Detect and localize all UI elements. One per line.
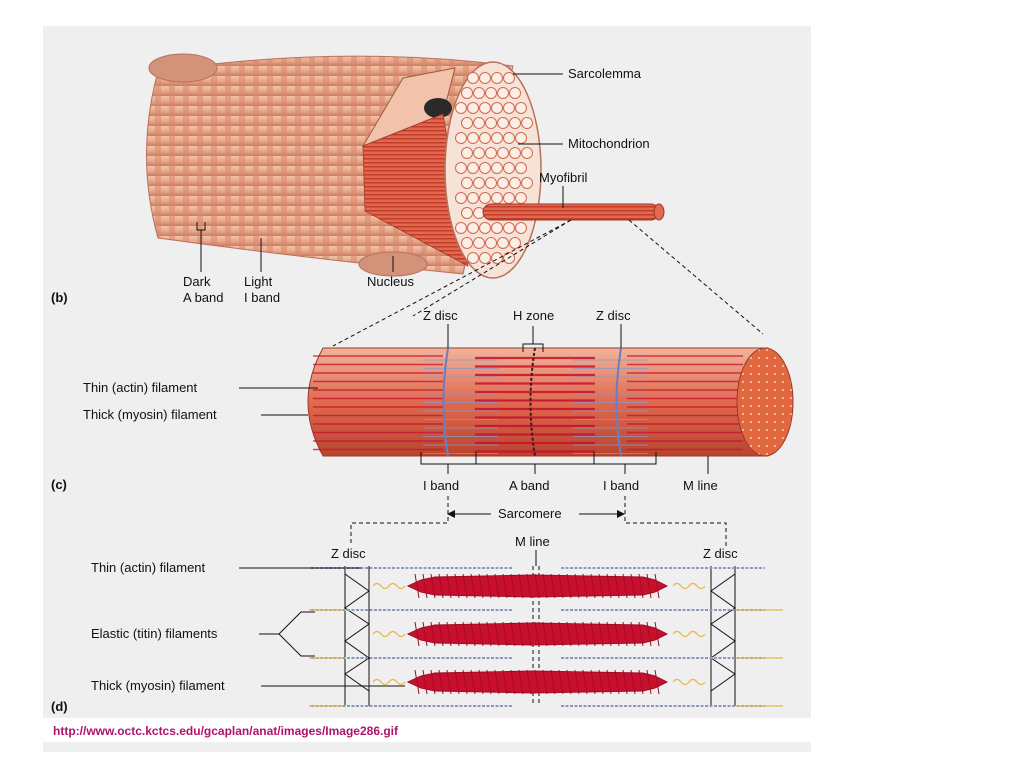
label-thick-filament-d: Thick (myosin) filament xyxy=(91,678,225,693)
z-disc-left-mark xyxy=(442,347,449,457)
panel-d-sarcomere: Z disc M line Z disc Thin (actin) filame… xyxy=(51,534,783,714)
label-light-i-band-2: I band xyxy=(244,290,280,305)
z-disc-right-lines xyxy=(710,566,736,706)
muscle-anatomy-figure: Sarcolemma Mitochondrion Myofibril Dark … xyxy=(51,53,794,714)
panel-b-muscle-fiber: Sarcolemma Mitochondrion Myofibril Dark … xyxy=(51,53,665,305)
label-myofibril: Myofibril xyxy=(539,170,588,185)
myofibril-end-face xyxy=(736,347,794,457)
label-i-band-left: I band xyxy=(423,478,459,493)
m-line-mark xyxy=(529,347,536,457)
panel-c-myofibril: Z disc H zone Z disc Thin (actin) filame… xyxy=(51,308,794,521)
label-titin-filaments: Elastic (titin) filaments xyxy=(91,626,218,641)
myofibril-filament-lines xyxy=(313,355,743,454)
nucleus-bulge-top xyxy=(148,53,218,83)
panel-d-tag: (d) xyxy=(51,699,68,714)
label-z-disc-d-right: Z disc xyxy=(703,546,738,561)
label-a-band: A band xyxy=(509,478,550,493)
panel-c-tag: (c) xyxy=(51,477,67,492)
myofibril-end xyxy=(653,203,665,221)
label-sarcomere: Sarcomere xyxy=(498,506,562,521)
label-z-disc-c-left: Z disc xyxy=(423,308,458,323)
caption-bar xyxy=(43,718,811,742)
label-light-i-band-1: Light xyxy=(244,274,273,289)
label-dark-a-band-2: A band xyxy=(183,290,224,305)
label-dark-a-band-1: Dark xyxy=(183,274,211,289)
sarcomere-filament-rows xyxy=(309,567,783,707)
nucleus-dark xyxy=(424,98,452,118)
label-h-zone: H zone xyxy=(513,308,554,323)
source-url[interactable]: http://www.octc.kctcs.edu/gcaplan/anat/i… xyxy=(53,724,398,738)
label-m-line-c: M line xyxy=(683,478,718,493)
label-i-band-right: I band xyxy=(603,478,639,493)
z-disc-right-mark xyxy=(615,347,622,457)
label-thin-filament-c: Thin (actin) filament xyxy=(83,380,198,395)
panel-b-tag: (b) xyxy=(51,290,68,305)
label-z-disc-c-right: Z disc xyxy=(596,308,631,323)
label-nucleus: Nucleus xyxy=(367,274,414,289)
label-m-line-d: M line xyxy=(515,534,550,549)
z-disc-left-lines xyxy=(344,566,370,706)
exposed-myofibrils xyxy=(362,113,469,267)
label-sarcolemma: Sarcolemma xyxy=(568,66,642,81)
myofibril-protruding xyxy=(482,203,660,221)
bottom-strip xyxy=(43,742,811,752)
label-z-disc-d-left: Z disc xyxy=(331,546,366,561)
label-thin-filament-d: Thin (actin) filament xyxy=(91,560,206,575)
label-mitochondrion: Mitochondrion xyxy=(568,136,650,151)
label-thick-filament-c: Thick (myosin) filament xyxy=(83,407,217,422)
